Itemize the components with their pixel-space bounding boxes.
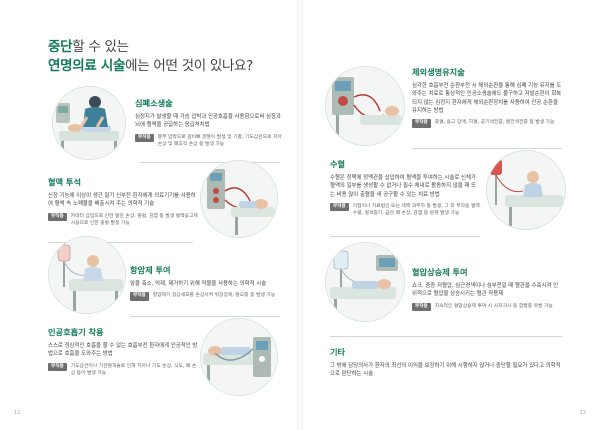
- side-effect-tag: 부작용: [130, 292, 149, 301]
- side-effect-tag: 부작용: [330, 202, 349, 212]
- ecmo-illustration: [325, 66, 405, 146]
- title-line1-rest: 할 수 있는: [72, 39, 129, 55]
- section-title: 체외생명유지술: [412, 67, 465, 77]
- divider: [140, 162, 280, 163]
- dialysis-illustration: [200, 160, 278, 238]
- divider: [330, 336, 562, 337]
- side-effect-text: 흉부 압박으로 갈비뼈 골절이 발생 및 기흉, 기도삽관으로 치아 손상 및 …: [157, 134, 282, 147]
- cpr-illustration: [52, 86, 126, 160]
- side-effect-text: 기도삽관이나 기관절개술로 인해 치아나 기도 손상, 식도, 폐 손상 등이 …: [70, 363, 197, 376]
- page-title: 중단할 수 있는 연명의료 시술에는 어떤 것이 있나요?: [48, 38, 253, 76]
- section-title: 기타: [330, 347, 346, 357]
- section-cpr: 심폐소생술 심정지가 발생할 때 가슴 압박과 인공호흡을 사용함으로써 심장과…: [135, 97, 285, 148]
- section-description: 암을 축소, 억제, 제거하기 위해 약물을 사용하는 의학적 시술: [130, 281, 267, 287]
- section-description: 신장 기능에 이상이 생긴 말기 신부전 환자에게 의료기기를 사용하여 혈액 …: [48, 193, 196, 208]
- section-etc: 기타 그 밖에 담당의사가 환자의 최선의 이익을 보장하기 위해 시행하지 않…: [330, 346, 562, 379]
- section-description: 그 밖에 담당의사가 환자의 최선의 이익을 보장하기 위해 시행하지 않거나 …: [330, 363, 561, 378]
- divider: [412, 148, 562, 149]
- side-effect-text: 항암제가 정상세포를 손상시켜 위장장애, 탈모증 등 발생 가능: [152, 293, 276, 299]
- divider: [130, 316, 280, 317]
- ventilator-illustration: [200, 318, 278, 396]
- side-effect-tag: 부작용: [412, 119, 431, 128]
- side-effect-text: 지속적인 혈압상승제 투여 시 사지괴사 등 합병증 유발 가능: [434, 303, 553, 309]
- section-description: 스스로 정상적인 호흡을 할 수 없는 호흡부전 환자에게 인공적인 방법으로 …: [48, 343, 198, 358]
- section-description: 심정지가 발생할 때 가슴 압박과 인공호흡을 사용함으로써 심장과 뇌에 혈액…: [135, 114, 281, 129]
- side-effect-tag: 부작용: [135, 133, 154, 143]
- section-title: 혈액 투석: [48, 177, 81, 187]
- side-effect-row: 부작용 흉부 압박으로 갈비뼈 골절이 발생 및 기흉, 기도삽관으로 치아 손…: [135, 133, 285, 148]
- section-description: 수혈은 정맥에 정맥관을 삽입하여 혈액을 투여하는 시술로 신체가 혈액의 일…: [330, 175, 477, 198]
- page-number-right: 13: [579, 410, 586, 416]
- section-chemo: 항암제 투여 암을 축소, 억제, 제거하기 위해 약물을 사용하는 의학적 시…: [130, 264, 280, 301]
- side-effect-text: 이형이나 치료법인 또는 세액 과부하 등 발생, 그 외 부작용 혈액 수혈,…: [352, 203, 480, 217]
- divider: [330, 236, 480, 237]
- title-line2-highlight: 연명의료 시술: [48, 58, 126, 74]
- section-title: 혈압상승제 투여: [412, 267, 468, 277]
- page-number-left: 12: [14, 410, 21, 416]
- side-effect-tag: 부작용: [48, 212, 67, 222]
- pressor-illustration: [325, 242, 405, 322]
- section-title: 항암제 투여: [130, 265, 171, 275]
- side-effect-row: 부작용 항암제가 정상세포를 손상시켜 위장장애, 탈모증 등 발생 가능: [130, 292, 280, 301]
- section-title: 수혈: [330, 159, 346, 169]
- section-description: 심각한 호흡부전 순환부전 시 체외순환을 통해 심폐 기능 유지를 도와주는 …: [412, 83, 562, 114]
- side-effect-text: 출혈, 응고 장애, 허혈, 공기색전증, 혈전색전증 등 발생 가능: [434, 120, 555, 126]
- section-description: 쇼크, 중증 저혈압, 심근경색이나 심부전일 때 혈관을 수축시켜 인위적으로…: [412, 283, 559, 298]
- section-title: 심폐소생술: [135, 98, 173, 108]
- side-effect-row: 부작용 카테터 삽입으로 인한 혈관 손상, 출혈, 감염 등 발생 혈액응고제…: [48, 212, 198, 227]
- side-effect-row: 부작용 출혈, 응고 장애, 허혈, 공기색전증, 혈전색전증 등 발생 가능: [412, 119, 562, 128]
- title-line2-rest: 에는 어떤 것이 있나요?: [125, 58, 254, 74]
- section-ecmo: 체외생명유지술 심각한 호흡부전 순환부전 시 체외순환을 통해 심폐 기능 유…: [412, 66, 562, 128]
- section-transfusion: 수혈 수혈은 정맥에 정맥관을 삽입하여 혈액을 투여하는 시술로 신체가 혈액…: [330, 158, 480, 217]
- section-dialysis: 혈액 투석 신장 기능에 이상이 생긴 말기 신부전 환자에게 의료기기를 사용…: [48, 176, 198, 227]
- transfusion-illustration: [486, 150, 566, 230]
- section-pressor: 혈압상승제 투여 쇼크, 중증 저혈압, 심근경색이나 심부전일 때 혈관을 수…: [412, 266, 562, 312]
- book-spine: [297, 0, 303, 430]
- chemo-illustration: [48, 236, 126, 314]
- side-effect-row: 부작용 기도삽관이나 기관절개술로 인해 치아나 기도 손상, 식도, 폐 손상…: [48, 362, 198, 377]
- section-ventilator: 인공호흡기 착용 스스로 정상적인 호흡을 할 수 없는 호흡부전 환자에게 인…: [48, 326, 198, 377]
- side-effect-tag: 부작용: [48, 362, 67, 372]
- side-effect-row: 부작용 이형이나 치료법인 또는 세액 과부하 등 발생, 그 외 부작용 혈액…: [330, 202, 480, 217]
- side-effect-row: 부작용 지속적인 혈압상승제 투여 시 사지괴사 등 합병증 유발 가능: [412, 302, 562, 312]
- divider: [48, 242, 193, 243]
- section-title: 인공호흡기 착용: [48, 327, 104, 337]
- side-effect-text: 카테터 삽입으로 인한 혈관 손상, 출혈, 감염 등 발생 혈액응고제 사용으…: [70, 213, 198, 226]
- side-effect-tag: 부작용: [412, 302, 431, 312]
- title-line1-highlight: 중단: [48, 39, 73, 55]
